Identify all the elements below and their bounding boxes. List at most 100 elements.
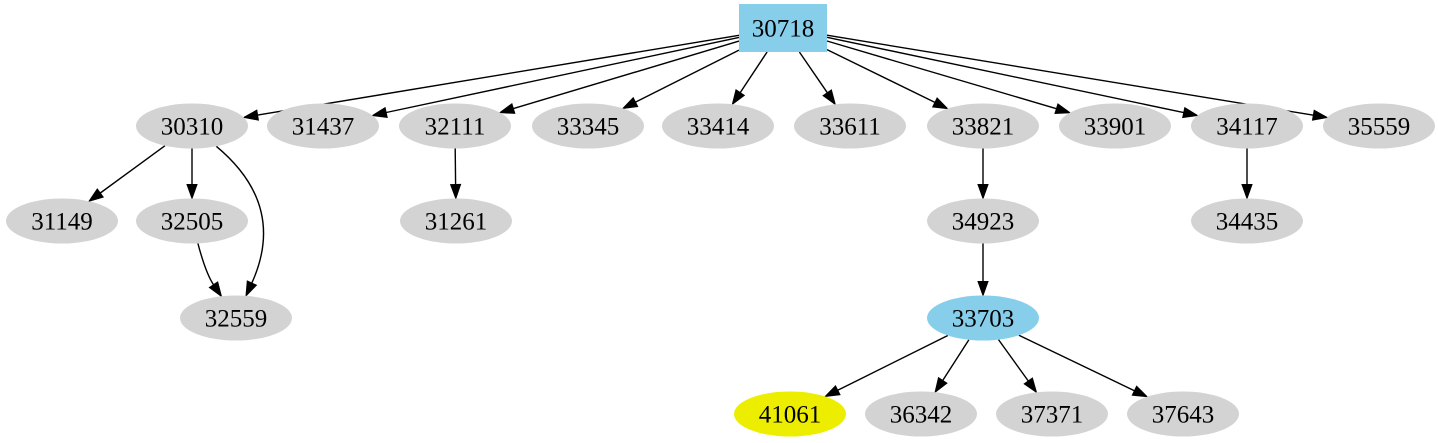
node-box (739, 4, 827, 52)
node-34923: 34923 (927, 198, 1039, 244)
arrowhead-icon (498, 102, 516, 114)
node-ellipse (794, 103, 906, 149)
node-label: 37643 (1152, 402, 1215, 429)
node-ellipse (927, 103, 1039, 149)
node-label: 34923 (952, 209, 1015, 236)
edge-34923-33703 (977, 243, 989, 297)
arrowhead-icon (1311, 109, 1329, 121)
node-33414: 33414 (662, 103, 774, 149)
node-label: 33345 (557, 114, 620, 141)
node-33611: 33611 (794, 103, 906, 149)
edge-33703-36342 (934, 339, 970, 394)
node-ellipse (734, 391, 846, 437)
node-41061: 41061 (734, 391, 846, 437)
node-ellipse (927, 295, 1039, 341)
edge-30718-34117 (826, 36, 1199, 119)
edge-30718-32111 (498, 40, 740, 114)
edge-32111-31261 (449, 148, 462, 200)
node-33345: 33345 (532, 103, 644, 149)
edge-line (798, 51, 828, 94)
node-label: 31437 (292, 114, 355, 141)
edge-line (826, 40, 1057, 110)
node-ellipse (996, 391, 1108, 437)
node-ellipse (532, 103, 644, 149)
node-label: 35559 (1348, 114, 1411, 141)
node-label: 30718 (752, 16, 815, 43)
node-label: 32111 (425, 114, 486, 141)
edge-line (513, 40, 740, 110)
node-31437: 31437 (267, 103, 379, 149)
node-ellipse (1323, 103, 1435, 149)
node-33821: 33821 (927, 103, 1039, 149)
edge-line (997, 339, 1029, 382)
arrowhead-icon (977, 184, 989, 200)
node-ellipse (6, 198, 118, 244)
edge-30718-31437 (371, 36, 740, 118)
edge-line (826, 34, 1314, 116)
node-34435: 34435 (1191, 198, 1303, 244)
arrowhead-icon (371, 106, 388, 118)
node-label: 32505 (161, 209, 224, 236)
node-ellipse (267, 103, 379, 149)
node-ellipse (1191, 103, 1303, 149)
arrowhead-icon (245, 280, 258, 298)
edge-33703-37643 (1018, 334, 1149, 398)
arrowhead-icon (242, 109, 260, 121)
arrowhead-icon (822, 89, 837, 106)
node-31261: 31261 (400, 198, 512, 244)
edge-30310-31149 (87, 145, 166, 203)
node-ellipse (399, 103, 511, 149)
edge-line (635, 49, 740, 103)
node-30310: 30310 (136, 103, 248, 149)
node-label: 33821 (952, 114, 1015, 141)
arrowhead-icon (1241, 184, 1253, 200)
node-label: 33611 (819, 114, 881, 141)
node-ellipse (136, 198, 248, 244)
node-35559: 35559 (1323, 103, 1435, 149)
arrowhead-icon (977, 281, 989, 297)
node-32505: 32505 (136, 198, 248, 244)
edge-line (197, 243, 215, 286)
arrowhead-icon (1131, 385, 1149, 398)
node-ellipse (136, 103, 248, 149)
node-label: 34435 (1216, 209, 1279, 236)
node-32559: 32559 (180, 295, 292, 341)
node-33703: 33703 (927, 295, 1039, 341)
node-32111: 32111 (399, 103, 511, 149)
arrowhead-icon (621, 96, 639, 110)
edges-layer (87, 34, 1329, 398)
edge-30718-35559 (826, 34, 1329, 121)
edge-34117-34435 (1241, 148, 1253, 200)
arrowhead-icon (186, 184, 198, 200)
node-ellipse (1191, 198, 1303, 244)
node-ellipse (1059, 103, 1171, 149)
node-36342: 36342 (865, 391, 977, 437)
nodes-layer: 30718 30310 31437 32111 33345 33414 33611 33821… (6, 4, 1435, 437)
arrowhead-icon (731, 88, 746, 106)
node-ellipse (400, 198, 512, 244)
node-ellipse (865, 391, 977, 437)
edge-line (215, 145, 265, 284)
edge-line (99, 145, 166, 194)
node-label: 32559 (205, 306, 268, 333)
node-label: 36342 (890, 402, 953, 429)
arrowhead-icon (208, 281, 223, 298)
node-ellipse (662, 103, 774, 149)
edge-line (257, 34, 740, 116)
arrowhead-icon (1182, 106, 1199, 119)
edge-30310-32505 (186, 148, 198, 200)
node-label: 37371 (1021, 402, 1084, 429)
arrowhead-icon (449, 183, 462, 200)
node-37371: 37371 (996, 391, 1108, 437)
edge-line (826, 48, 936, 104)
edge-33821-34923 (977, 148, 989, 200)
node-label: 31261 (425, 209, 488, 236)
node-31149: 31149 (6, 198, 118, 244)
arrowhead-icon (823, 384, 841, 398)
edge-line (942, 339, 970, 381)
edge-33703-37371 (997, 339, 1038, 394)
edge-30718-33901 (826, 40, 1072, 115)
edge-line (386, 36, 740, 114)
